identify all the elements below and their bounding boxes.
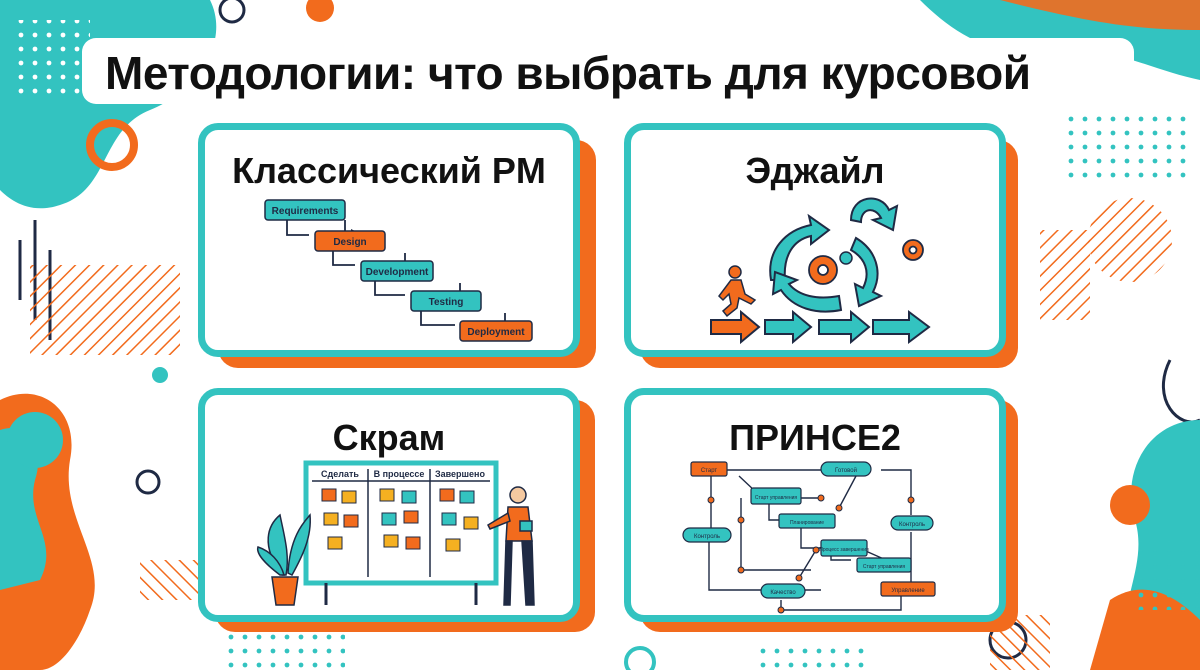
prince2-node	[820, 539, 868, 557]
scrum-column-header: Завершено	[435, 469, 486, 479]
prince2-node	[880, 581, 936, 597]
agile-cycle-illustration	[710, 197, 931, 345]
prince2-node	[820, 461, 872, 477]
prince2-node-label: Процесс завершения	[819, 547, 869, 553]
title-background	[82, 38, 1134, 104]
waterfall-step-label: Design	[333, 237, 366, 248]
card-title: Классический PM	[232, 150, 546, 191]
gear-icon	[808, 239, 924, 285]
prince2-node-label: Старт управления	[863, 564, 906, 570]
prince2-node-label: Старт управления	[755, 495, 798, 501]
waterfall-step-label: Testing	[429, 297, 464, 308]
waterfall-step-label: Deployment	[467, 327, 525, 338]
prince2-node-label: Контроль	[899, 522, 925, 528]
waterfall-step	[264, 199, 346, 221]
card-classic-pm: Классический PM Requirements Design Deve…	[198, 123, 580, 357]
runner-icon	[718, 265, 757, 318]
waterfall-step	[410, 290, 482, 312]
prince2-node-label: Управление	[891, 588, 925, 594]
presenter-icon	[487, 486, 535, 606]
prince2-node	[750, 487, 802, 505]
prince2-node-label: Планирование	[790, 520, 824, 526]
prince2-node-label: Контроль	[694, 534, 720, 540]
waterfall-step	[459, 320, 533, 342]
prince2-node	[856, 557, 912, 573]
card-title: ПРИНСЕ2	[729, 417, 901, 458]
page-title: Методологии: что выбрать для курсовой	[105, 47, 1031, 99]
scrum-column-header: В процессе	[374, 469, 425, 479]
prince2-node	[890, 515, 934, 531]
waterfall-diagram: Requirements Design Development Testing …	[264, 199, 533, 342]
prince2-node	[690, 461, 728, 477]
waterfall-step	[314, 230, 386, 252]
card-agile: Эджайл	[624, 123, 1006, 357]
prince2-process-diagram: Старт Готовой Старт управления Планирова…	[682, 461, 936, 614]
prince2-node-label: Готовой	[835, 467, 857, 474]
plant-icon	[256, 513, 311, 606]
prince2-node-label: Качество	[770, 590, 796, 596]
card-prince2: ПРИНСЕ2 Старт Готовой Старт управления П…	[624, 388, 1006, 622]
waterfall-step-label: Development	[366, 267, 429, 278]
card-title: Эджайл	[745, 150, 885, 191]
prince2-node	[682, 527, 732, 543]
card-title: Скрам	[332, 417, 446, 458]
prince2-node-label: Старт	[701, 468, 718, 474]
card-scrum: Скрам Сделать В процессе Завершено	[198, 388, 580, 622]
scrum-column-header: Сделать	[321, 469, 359, 479]
prince2-node	[760, 583, 806, 599]
scrum-board-illustration: Сделать В процессе Завершено	[256, 460, 535, 606]
prince2-node	[778, 513, 836, 529]
waterfall-step-label: Requirements	[272, 206, 339, 217]
waterfall-step	[360, 260, 434, 282]
